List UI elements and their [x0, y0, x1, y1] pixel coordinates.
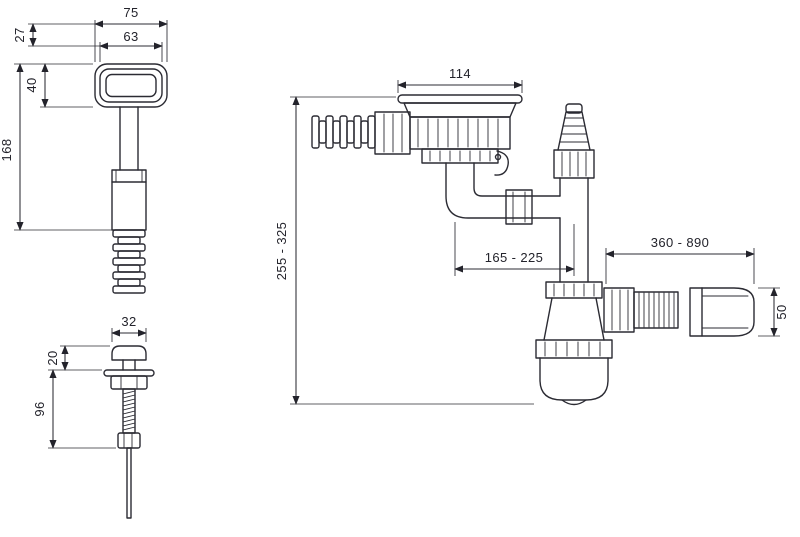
dim-label-overflow-body-height: 40	[24, 77, 39, 92]
dim-label-overflow-width-outer: 75	[123, 5, 138, 20]
dim-label-overflow-width-inner: 63	[123, 29, 138, 44]
overflow-assembly	[94, 63, 168, 294]
popup-rod-dimensions: 32 20 96	[32, 314, 147, 449]
outlet-pipe	[603, 287, 679, 333]
popup-rod-assembly	[103, 345, 155, 519]
dim-label-overflow-cap-height: 27	[12, 27, 27, 42]
dim-label-outlet-length: 360 - 890	[651, 235, 710, 250]
siphon-assembly	[311, 94, 755, 406]
dim-label-popup-rod-height: 96	[32, 401, 47, 416]
strainer	[397, 94, 523, 176]
elbow-pipe	[445, 162, 561, 225]
siphon-dimensions: 114 165 - 225 255 - 325 360 - 890 50	[274, 66, 789, 405]
extension-pipe	[689, 287, 755, 337]
dim-label-trap-offset: 165 - 225	[485, 250, 544, 265]
overflow-clip	[494, 150, 509, 176]
trap-body	[535, 281, 613, 406]
inlet-hose	[311, 111, 411, 155]
dim-label-popup-cap-width: 32	[121, 314, 136, 329]
overflow-dimensions: 75 63 27 40 168	[0, 5, 168, 231]
dim-label-trap-height: 255 - 325	[274, 222, 289, 281]
dim-label-strainer-width: 114	[449, 66, 471, 81]
dim-label-popup-cap-height: 20	[45, 350, 60, 365]
dim-label-outlet-diameter: 50	[774, 304, 789, 319]
overflow-inlet	[553, 103, 595, 179]
dim-label-overflow-total-height: 168	[0, 139, 14, 162]
